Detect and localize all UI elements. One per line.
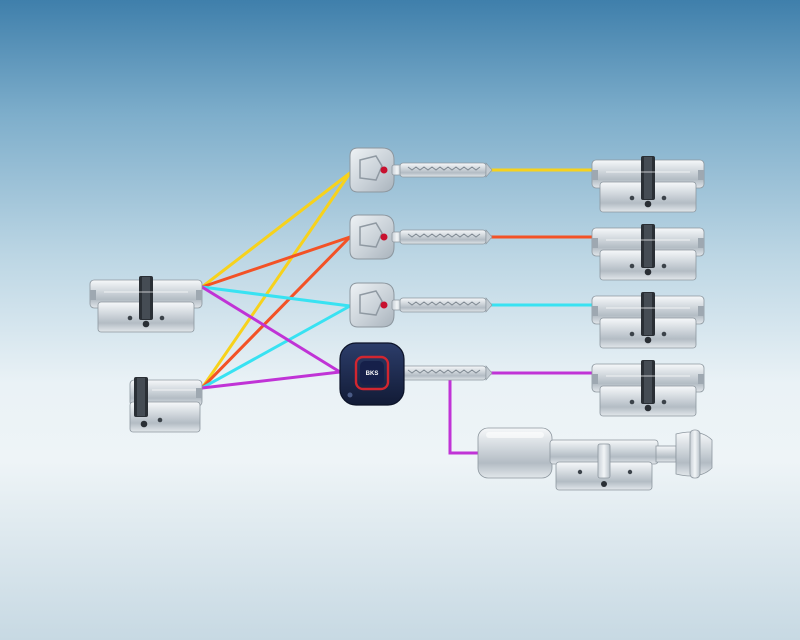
fob-button <box>347 392 353 398</box>
magenta-link-master-2 <box>200 370 342 390</box>
key-marker-dot <box>380 301 388 309</box>
electronic-fob-key: BKS <box>339 342 493 406</box>
cyan-link-master-1 <box>200 285 352 308</box>
magenta-link-master-1 <box>200 285 342 374</box>
magenta-link-knob-cylinder <box>448 371 480 455</box>
master-half-cylinder <box>129 376 203 433</box>
key-marker-dot <box>380 233 388 241</box>
key-yellow <box>349 147 493 193</box>
door-cylinder-2 <box>591 223 705 281</box>
yellow-link-master-1 <box>200 171 352 289</box>
master-double-cylinder <box>89 275 203 333</box>
door-cylinder-4 <box>591 359 705 417</box>
orange-link-master-1 <box>200 235 352 289</box>
fob-brand-label: BKS <box>366 371 379 377</box>
key-cyan <box>349 282 493 328</box>
yellow-link-master-2 <box>200 171 352 390</box>
orange-link-master-2 <box>200 235 352 390</box>
key-orange <box>349 214 493 260</box>
key-marker-dot <box>380 166 388 174</box>
door-cylinder-3 <box>591 291 705 349</box>
door-cylinder-1 <box>591 155 705 213</box>
connection-lines <box>200 168 594 455</box>
knob-cylinder <box>477 427 713 491</box>
cyan-link-master-2 <box>200 304 352 390</box>
